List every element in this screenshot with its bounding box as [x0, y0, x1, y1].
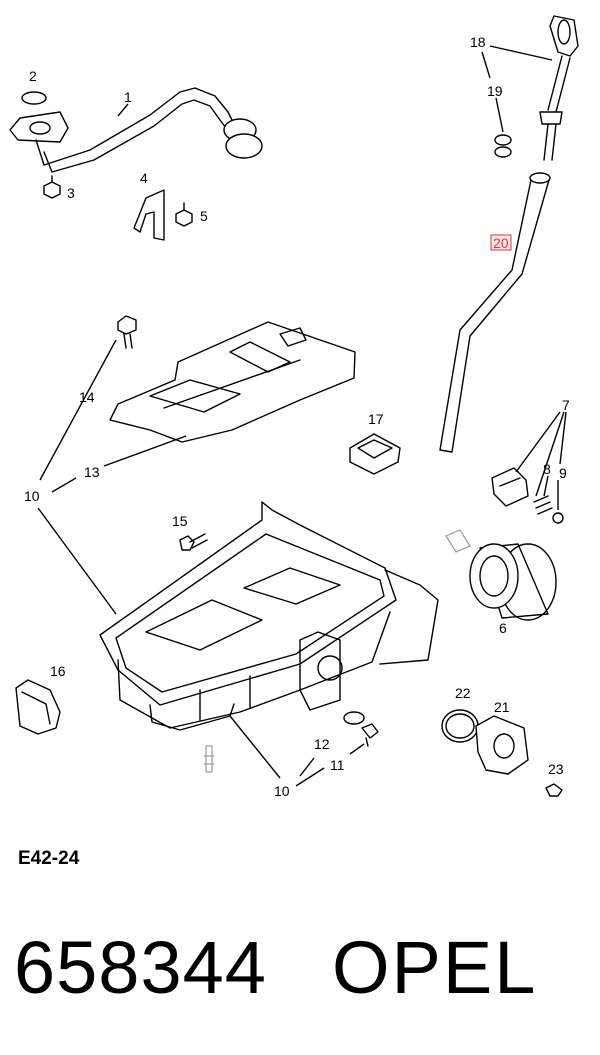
callout-2: 2: [29, 68, 37, 84]
ball-part-9[interactable]: [552, 512, 564, 524]
dipstick-part-18[interactable]: [539, 15, 579, 161]
callout-15: 15: [172, 513, 188, 529]
callout-10-bottom: 10: [274, 783, 290, 799]
callout-7: 7: [562, 397, 570, 413]
callout-22: 22: [455, 685, 471, 701]
oil-pan-part-10[interactable]: [99, 501, 439, 731]
dipstick-seal-part-19[interactable]: [494, 134, 512, 158]
drain-washer-part-12[interactable]: [343, 711, 365, 725]
bolt-part-14[interactable]: [117, 315, 137, 349]
callout-23: 23: [548, 761, 564, 777]
callout-19: 19: [487, 83, 503, 99]
oil-filter-part-6[interactable]: [445, 529, 557, 621]
plug-part-17[interactable]: [349, 433, 401, 475]
callout-9: 9: [559, 465, 567, 481]
brand-name: OPEL: [332, 926, 538, 1009]
callout-10-left: 10: [24, 488, 40, 504]
valve-part-7[interactable]: [491, 467, 529, 507]
callout-20: 20: [493, 235, 509, 251]
callout-1: 1: [124, 89, 132, 105]
callout-3: 3: [67, 185, 75, 201]
housing-part-21[interactable]: [475, 715, 529, 775]
callout-4: 4: [140, 170, 148, 186]
bolt-part-3[interactable]: [43, 175, 61, 199]
callout-6: 6: [499, 620, 507, 636]
stud-ghost-outline: [204, 745, 214, 773]
diagram-code: E42-24: [18, 848, 80, 869]
callout-14: 14: [79, 389, 95, 405]
callout-17: 17: [368, 411, 384, 427]
dipstick-tube-part-20[interactable]: [439, 172, 551, 453]
highlight-box-20: [490, 234, 512, 251]
callout-5: 5: [200, 208, 208, 224]
bracket-part-4[interactable]: [133, 189, 165, 241]
bolt-part-5[interactable]: [175, 202, 193, 227]
bolt-part-15[interactable]: [179, 533, 208, 551]
reducer-sleeve-part-16[interactable]: [15, 679, 61, 735]
bolt-part-23[interactable]: [545, 783, 563, 797]
gasket-part-22[interactable]: [441, 709, 479, 743]
o-ring-part-2[interactable]: [21, 91, 47, 105]
baffle-plate-part-13[interactable]: [109, 321, 356, 443]
callout-8: 8: [543, 461, 551, 477]
oil-pipe-part-1[interactable]: [9, 87, 263, 173]
exploded-parts-diagram: 1 2 3 4 5 6 7 8 9 10 10 10 11 12 13 14 1…: [9, 15, 579, 799]
callout-11: 11: [330, 757, 345, 773]
callout-13: 13: [84, 464, 100, 480]
callout-21: 21: [494, 699, 510, 715]
leader-lines: [37, 45, 567, 787]
callout-12: 12: [314, 736, 330, 752]
spring-part-8[interactable]: [533, 495, 553, 515]
callout-18: 18: [470, 34, 486, 50]
drain-plug-part-11[interactable]: [361, 723, 379, 747]
part-number: 658344: [14, 926, 267, 1009]
callout-16: 16: [50, 663, 66, 679]
callout-labels: 1 2 3 4 5 6 7 8 9 10 10 10 11 12 13 14 1…: [24, 34, 570, 799]
